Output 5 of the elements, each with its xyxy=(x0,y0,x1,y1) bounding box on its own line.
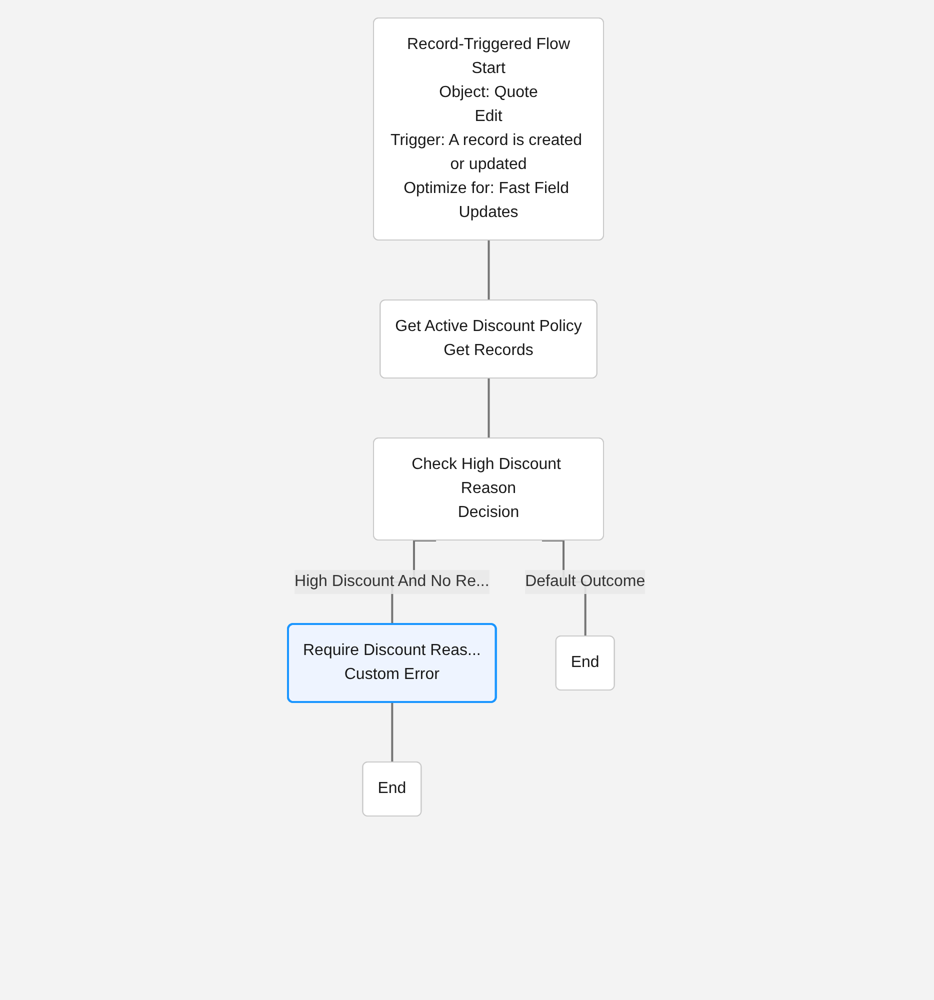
edge-label: Default Outcome xyxy=(526,573,646,590)
connector xyxy=(392,702,394,764)
edge-label: High Discount And No Re... xyxy=(294,573,490,590)
connector xyxy=(488,378,490,440)
connector xyxy=(488,240,490,302)
